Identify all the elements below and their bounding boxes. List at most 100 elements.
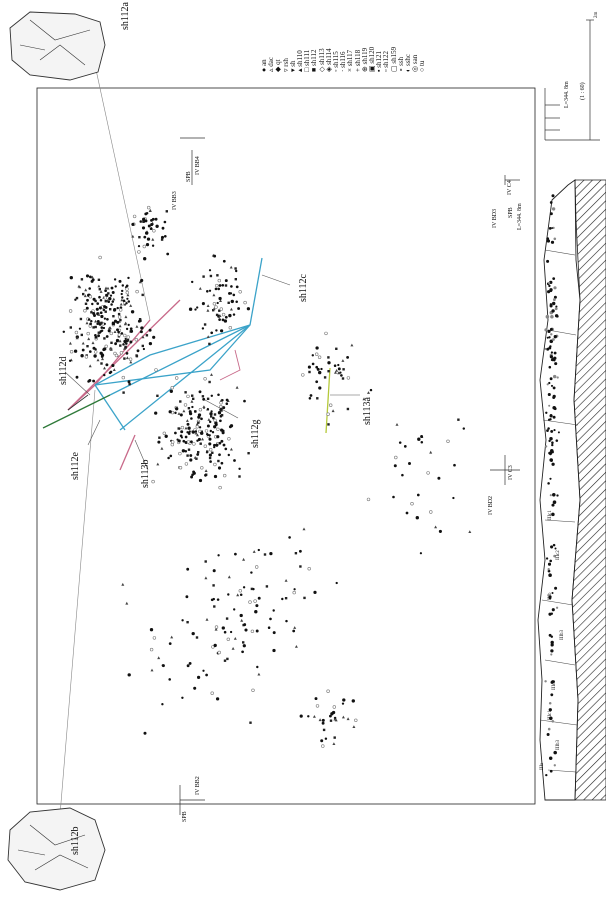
section-point: [550, 429, 554, 433]
artefact-point: [220, 414, 224, 417]
artefact-point: [160, 446, 164, 450]
artefact-point: [186, 440, 191, 444]
artefact-point: [108, 371, 112, 375]
artefact-point: [111, 363, 115, 368]
artefact-point: [188, 307, 193, 311]
artefact-point: [120, 332, 124, 335]
artefact-point: [118, 339, 122, 343]
artefact-point: [206, 308, 210, 312]
artefact-point: [166, 252, 170, 256]
artefact-point: [178, 466, 183, 470]
artefact-point: [157, 440, 161, 444]
section-point: [552, 500, 557, 504]
section-point: [552, 277, 556, 280]
grid-label-ivbb3: IV BB3: [172, 191, 178, 210]
section-point: [549, 458, 553, 462]
section-point: [554, 314, 559, 318]
artefact-point: [218, 485, 222, 490]
artefact-point: [82, 292, 85, 296]
artefact-point: [191, 394, 194, 397]
artefact-point: [342, 698, 346, 702]
artefact-point: [184, 462, 189, 466]
artefact-point: [335, 369, 339, 372]
artefact-point: [219, 299, 222, 302]
artefact-point: [96, 358, 100, 362]
artefact-point: [180, 425, 185, 430]
artefact-point: [170, 442, 175, 447]
artefact-point: [103, 322, 106, 326]
section-point: [550, 643, 554, 647]
artefact-point: [193, 686, 197, 690]
artefact-point: [196, 433, 199, 437]
artefact-point: [209, 274, 213, 278]
artefact-point: [125, 290, 130, 295]
artefact-point: [174, 411, 177, 415]
section-point: [549, 418, 552, 421]
artefact-point: [333, 736, 336, 739]
artefact-point: [175, 407, 179, 411]
artefact-point: [189, 412, 193, 416]
section-point: [547, 392, 551, 397]
artefact-point: [163, 234, 167, 238]
artefact-point: [335, 347, 338, 350]
artefact-point: [112, 368, 116, 371]
artefact-point: [96, 320, 100, 323]
artefact-point: [128, 382, 131, 386]
artefact-point: [145, 242, 150, 247]
artefact-point: [130, 310, 135, 314]
artefact-point: [223, 319, 228, 323]
artefact-point: [95, 307, 99, 311]
artefact-point: [468, 530, 472, 533]
artefact-point: [315, 352, 319, 356]
artefact-point: [69, 276, 73, 280]
artefact-point: [219, 401, 223, 405]
artefact-point: [163, 220, 167, 224]
artefact-point: [93, 350, 98, 354]
artefact-point: [453, 463, 456, 467]
artefact-point: [232, 313, 236, 316]
artefact-point: [179, 413, 183, 417]
artefact-point: [151, 237, 155, 241]
artefact-point: [215, 697, 220, 701]
artefact-point: [121, 296, 124, 299]
artefact-point: [213, 443, 216, 447]
artefact-point: [242, 557, 246, 561]
artefact-point: [148, 328, 152, 332]
artefact-point: [218, 284, 222, 287]
artefact-point: [234, 269, 238, 273]
artefact-point: [197, 675, 201, 680]
section-point: [550, 545, 554, 549]
artefact-point: [225, 398, 229, 402]
artefact-point: [234, 552, 237, 556]
artefact-point: [129, 360, 133, 364]
artefact-point: [209, 448, 213, 452]
section-point: [553, 374, 557, 379]
section-point: [548, 404, 551, 407]
artefact-point: [177, 427, 180, 430]
artefact-point: [219, 329, 224, 333]
section-point: [549, 377, 553, 381]
artefact-point: [208, 342, 211, 346]
artefact-point: [394, 455, 398, 460]
artefact-point: [198, 287, 202, 290]
artefact-point: [179, 400, 182, 403]
artefact-point: [184, 426, 188, 430]
artefact-point: [206, 424, 210, 428]
artefact-point: [181, 696, 184, 699]
artefact-point: [124, 337, 127, 341]
artefact-point: [93, 314, 96, 317]
section-point: [553, 237, 557, 241]
artefact-point: [318, 370, 322, 375]
grid-label-spb-bottom: SPB: [182, 811, 188, 822]
artefact-point: [110, 303, 113, 306]
artefact-point: [102, 348, 106, 352]
artefact-point: [124, 345, 127, 349]
section-point: [549, 494, 552, 497]
artefact-point: [238, 589, 243, 593]
artefact-point: [96, 302, 100, 305]
artefact-point: [227, 437, 231, 441]
artefact-point: [156, 462, 160, 466]
artefact-point: [311, 354, 314, 357]
section-point: [551, 680, 555, 684]
legend-symbol: ○: [418, 67, 427, 72]
